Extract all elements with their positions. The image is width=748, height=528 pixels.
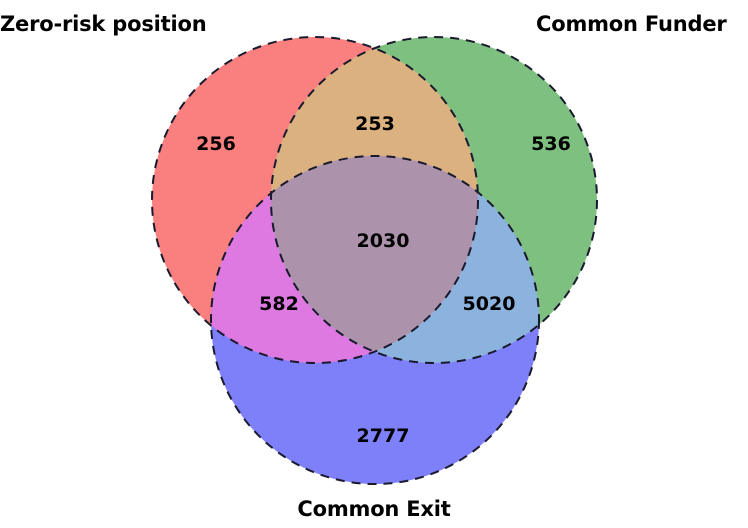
- region-abc: [271, 156, 478, 363]
- set-outline-c: [210, 155, 540, 485]
- region-count-a-only: 256: [196, 133, 236, 155]
- set-label-common-exit: Common Exit: [297, 497, 451, 521]
- set-label-zero-risk-position: Zero-risk position: [0, 12, 207, 36]
- region-count-ac: 582: [259, 293, 299, 315]
- set-label-common-funder: Common Funder: [536, 12, 727, 36]
- region-count-c-only: 2777: [356, 425, 410, 447]
- region-count-abc: 2030: [356, 230, 410, 252]
- region-count-bc: 5020: [462, 293, 516, 315]
- set-outline-b: [270, 36, 598, 364]
- set-outline-a: [151, 36, 479, 364]
- region-count-ab: 253: [355, 113, 395, 135]
- region-count-b-only: 536: [531, 133, 571, 155]
